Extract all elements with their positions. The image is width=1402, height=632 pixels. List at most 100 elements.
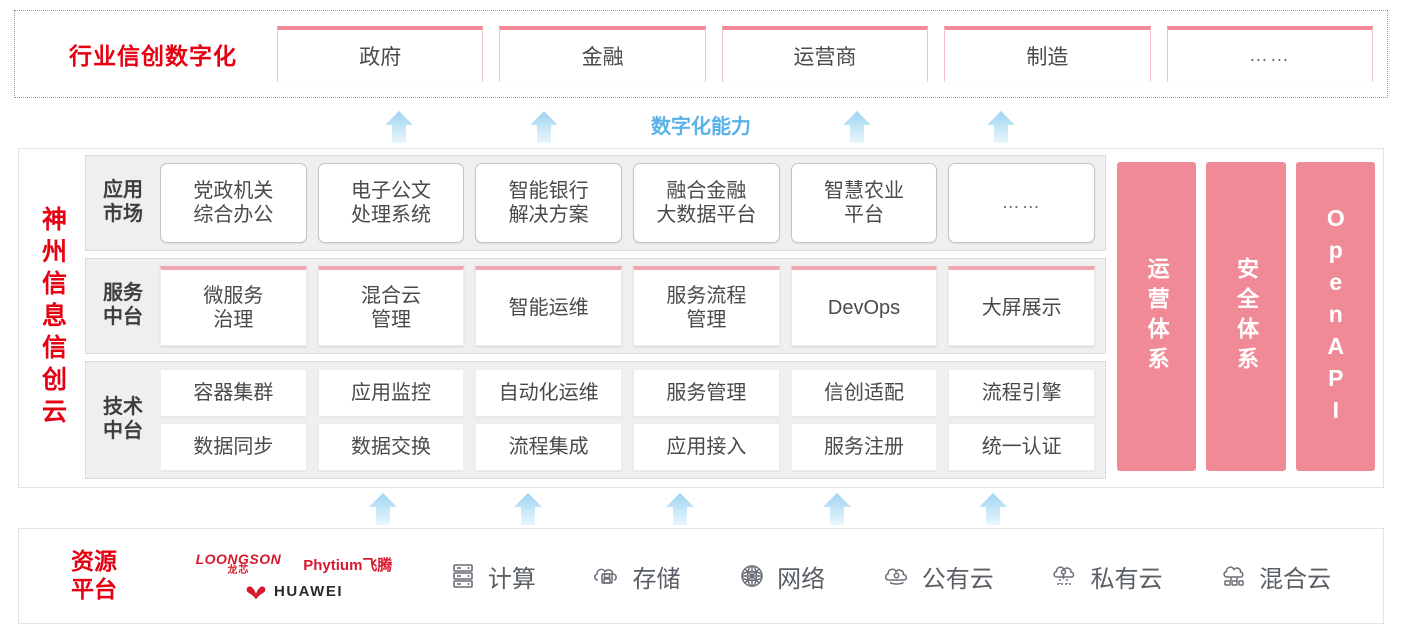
resource-item-private-cloud[interactable]: 私有云	[1049, 559, 1162, 594]
industry-band: 行业信创数字化 政府 金融 运营商 制造 ……	[14, 10, 1388, 98]
service-platform-cells: 微服务 治理 混合云 管理 智能运维 服务流程 管理 DevOps 大屏展示	[160, 266, 1096, 346]
app-cell-government-office[interactable]: 党政机关 综合办公	[160, 163, 307, 243]
resource-platform-title: 资源 平台	[71, 548, 117, 602]
cloud-panel-title-text: 神州信息信创云	[38, 206, 67, 430]
industry-card-label: 制造	[1026, 46, 1069, 69]
resource-item-label: 存储	[632, 565, 681, 593]
tech-cell-app-access[interactable]: 应用接入	[633, 423, 780, 471]
layer-tech-platform: 技术 中台 容器集群 应用监控 自动化运维 服务管理 信创适配 流程引擎 数据同…	[85, 361, 1106, 479]
industry-card-label: 金融	[581, 46, 624, 69]
tech-cell-process-integration[interactable]: 流程集成	[475, 423, 623, 471]
layer-app-market: 应用 市场 党政机关 综合办公 电子公文 处理系统 智能银行 解决方案 融合金融…	[85, 155, 1106, 251]
svc-cell-hybrid-cloud-mgmt[interactable]: 混合云 管理	[317, 266, 465, 346]
vendor-logo-group: LOONGSON 龙芯 Phytium飞腾 HUAWEI	[169, 552, 419, 600]
app-cell-finance-bigdata[interactable]: 融合金融 大数据平台	[633, 163, 780, 243]
resource-item-list: 计算 存储	[419, 559, 1383, 594]
up-arrow-icon	[527, 110, 561, 144]
industry-card-telecom[interactable]: 运营商	[721, 26, 929, 82]
side-bar-label: 安全体系	[1233, 256, 1259, 377]
up-arrow-icon	[840, 110, 874, 144]
capability-arrow-strip: 数字化能力	[14, 104, 1388, 144]
private-cloud-icon	[1049, 560, 1081, 592]
cloud-panel-body: 应用 市场 党政机关 综合办公 电子公文 处理系统 智能银行 解决方案 融合金融…	[85, 149, 1383, 487]
tech-row-2: 数据同步 数据交换 流程集成 应用接入 服务注册 统一认证	[160, 423, 1096, 471]
side-bar-label: 运营体系	[1144, 256, 1170, 377]
up-arrow-icon	[820, 492, 854, 526]
side-bar-operations-system[interactable]: 运营体系	[1117, 162, 1197, 471]
app-market-cells: 党政机关 综合办公 电子公文 处理系统 智能银行 解决方案 融合金融 大数据平台…	[160, 163, 1096, 243]
industry-card-finance[interactable]: 金融	[499, 26, 706, 82]
cloud-panel: 神州信息信创云 应用 市场 党政机关 综合办公 电子公文 处理系统 智能银行 解…	[18, 148, 1384, 488]
app-cell-smart-bank[interactable]: 智能银行 解决方案	[475, 163, 623, 243]
svc-cell-service-process-mgmt[interactable]: 服务流程 管理	[633, 266, 780, 346]
industry-title: 行业信创数字化	[69, 43, 237, 69]
hybrid-cloud-icon	[1218, 560, 1250, 592]
side-bar-group: 运营体系 安全体系 OpenAPI	[1113, 155, 1375, 479]
industry-card-more[interactable]: ……	[1166, 26, 1374, 82]
resource-item-public-cloud[interactable]: 公有云	[881, 559, 994, 594]
up-arrow-icon	[366, 492, 400, 526]
resource-item-label: 计算	[487, 565, 536, 593]
side-bar-label: OpenAPI	[1322, 204, 1349, 429]
public-cloud-icon	[881, 560, 913, 592]
loongson-logo-cn: 龙芯	[227, 565, 250, 576]
vendor-logo-row-2: HUAWEI	[245, 582, 343, 600]
svc-cell-aiops[interactable]: 智能运维	[475, 266, 623, 346]
up-arrow-icon	[382, 110, 416, 144]
tech-cell-automated-ops[interactable]: 自动化运维	[475, 369, 623, 417]
layer-label-app-market: 应用 市场	[103, 179, 143, 225]
up-arrow-icon	[511, 492, 545, 526]
industry-card-label: 运营商	[793, 46, 857, 69]
phytium-logo: Phytium飞腾	[303, 556, 393, 574]
app-cell-more[interactable]: ……	[948, 163, 1096, 243]
layer-stack: 应用 市场 党政机关 综合办公 电子公文 处理系统 智能银行 解决方案 融合金融…	[85, 155, 1106, 479]
app-cell-edoc-system[interactable]: 电子公文 处理系统	[317, 163, 465, 243]
tech-cell-data-sync[interactable]: 数据同步	[160, 423, 307, 471]
side-bar-security-system[interactable]: 安全体系	[1206, 162, 1286, 471]
resource-item-label: 网络	[777, 565, 826, 593]
huawei-flower-icon	[245, 582, 267, 600]
network-icon	[736, 560, 768, 592]
cloud-storage-icon	[591, 560, 623, 592]
resource-item-compute[interactable]: 计算	[447, 559, 536, 594]
loongson-logo-en: LOONGSON	[195, 551, 282, 567]
tech-platform-cells: 容器集群 应用监控 自动化运维 服务管理 信创适配 流程引擎 数据同步 数据交换…	[160, 369, 1096, 471]
layer-label-service-platform: 服务 中台	[103, 282, 143, 328]
tech-cell-data-exchange[interactable]: 数据交换	[317, 423, 465, 471]
side-bar-open-api[interactable]: OpenAPI	[1295, 162, 1375, 471]
huawei-logo: HUAWEI	[245, 582, 343, 600]
up-arrow-icon	[984, 110, 1018, 144]
tech-cell-unified-auth[interactable]: 统一认证	[948, 423, 1096, 471]
tech-cell-container-cluster[interactable]: 容器集群	[160, 369, 307, 417]
industry-card-label: 政府	[359, 46, 402, 69]
resource-item-label: 公有云	[921, 565, 994, 593]
industry-card-list: 政府 金融 运营商 制造 ……	[277, 26, 1374, 82]
tech-cell-service-management[interactable]: 服务管理	[633, 369, 780, 417]
tech-cell-service-registry[interactable]: 服务注册	[790, 423, 938, 471]
vendor-logo-row-1: LOONGSON 龙芯 Phytium飞腾	[196, 552, 393, 576]
resource-item-label: 混合云	[1259, 565, 1332, 593]
tech-row-1: 容器集群 应用监控 自动化运维 服务管理 信创适配 流程引擎	[160, 369, 1096, 417]
resource-item-storage[interactable]: 存储	[591, 559, 680, 594]
up-arrow-icon	[663, 492, 697, 526]
svc-cell-large-screen-display[interactable]: 大屏展示	[948, 266, 1096, 346]
industry-card-manufacturing[interactable]: 制造	[944, 26, 1151, 82]
tech-cell-xinchuang-adaptation[interactable]: 信创适配	[790, 369, 938, 417]
tech-cell-app-monitoring[interactable]: 应用监控	[317, 369, 465, 417]
server-icon	[447, 560, 479, 592]
loongson-logo: LOONGSON 龙芯	[196, 552, 282, 576]
industry-card-label: ……	[1248, 45, 1291, 66]
resource-item-network[interactable]: 网络	[736, 559, 825, 594]
resource-arrow-strip	[18, 490, 1384, 526]
tech-cell-process-engine[interactable]: 流程引擎	[948, 369, 1096, 417]
up-arrow-icon	[976, 492, 1010, 526]
resource-item-hybrid-cloud[interactable]: 混合云	[1218, 559, 1331, 594]
resource-item-label: 私有云	[1090, 565, 1163, 593]
industry-card-government[interactable]: 政府	[277, 26, 484, 82]
resource-platform-band: 资源 平台 LOONGSON 龙芯 Phytium飞腾 HU	[18, 528, 1384, 624]
svc-cell-devops[interactable]: DevOps	[790, 266, 938, 346]
svc-cell-microservice-governance[interactable]: 微服务 治理	[160, 266, 307, 346]
layer-service-platform: 服务 中台 微服务 治理 混合云 管理 智能运维 服务流程 管理 DevOps …	[85, 258, 1106, 354]
app-cell-smart-agriculture[interactable]: 智慧农业 平台	[790, 163, 938, 243]
